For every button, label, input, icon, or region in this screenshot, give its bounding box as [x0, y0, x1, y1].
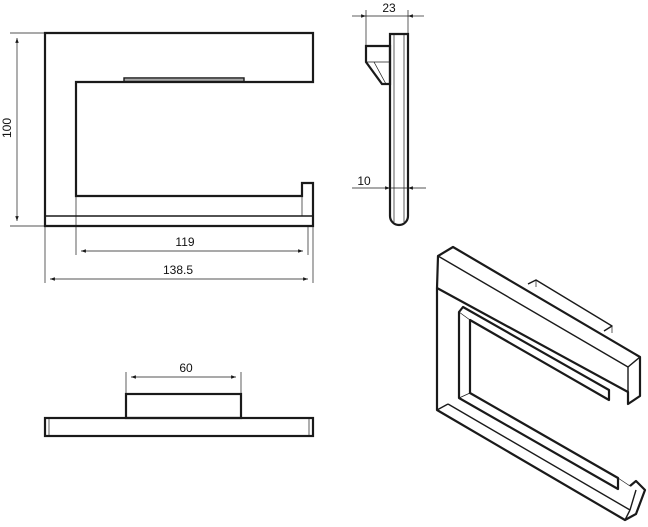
dimension-label-height: 100	[0, 118, 14, 138]
isometric-mount	[527, 279, 613, 332]
isometric-frame-inner	[457, 305, 620, 491]
isometric-view	[435, 245, 647, 522]
isometric-frame-outer	[435, 245, 642, 406]
dimension-label-total-width: 138.5	[163, 263, 193, 277]
side-view-mount	[364, 44, 392, 86]
dimension-depth: 23	[352, 1, 424, 46]
side-view-bar	[388, 32, 410, 227]
dimension-label-thickness: 10	[357, 174, 371, 188]
dimension-label-inner-width: 119	[175, 235, 194, 249]
dimension-inner-width: 119	[75, 196, 309, 255]
front-view	[43, 31, 315, 228]
bottom-view	[43, 392, 315, 438]
dimension-height: 100	[0, 32, 45, 227]
front-view-outline	[43, 31, 315, 228]
dimension-total-width: 138.5	[44, 226, 314, 283]
bottom-view-mount	[124, 392, 243, 420]
dimension-label-depth: 23	[382, 1, 396, 15]
bottom-view-bar	[43, 416, 315, 438]
side-view	[364, 32, 410, 227]
dimension-thickness: 10	[352, 174, 426, 190]
dimension-mount-width: 60	[125, 361, 242, 394]
dimension-label-mount-width: 60	[179, 361, 193, 375]
